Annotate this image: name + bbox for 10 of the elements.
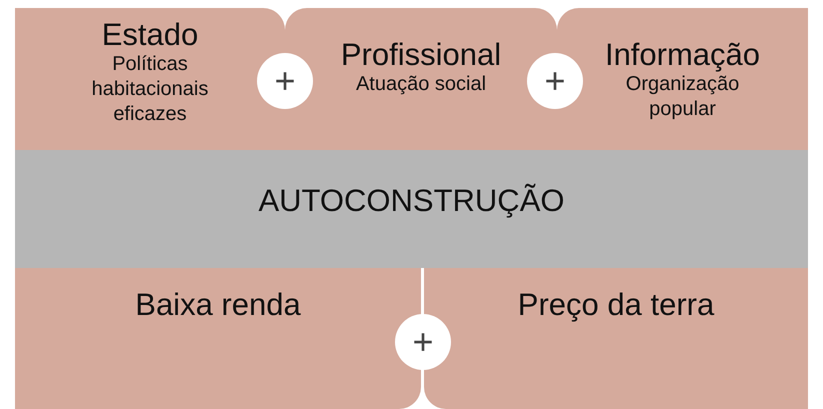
subtitle-text: Organização popular: [624, 72, 740, 122]
heading-text: Profissional: [340, 38, 502, 72]
heading-text: Informação: [604, 38, 760, 72]
heading-text: Preço da terra: [518, 288, 714, 322]
heading-text: Baixa renda: [135, 288, 301, 322]
subtitle-text: Políticas habitacionais eficazes: [90, 52, 210, 127]
heading-text: AUTOCONSTRUÇÃO: [258, 184, 564, 218]
subtitle-text: Atuação social: [356, 72, 486, 97]
central-band: [15, 150, 808, 268]
heading-text: Estado: [102, 18, 198, 52]
